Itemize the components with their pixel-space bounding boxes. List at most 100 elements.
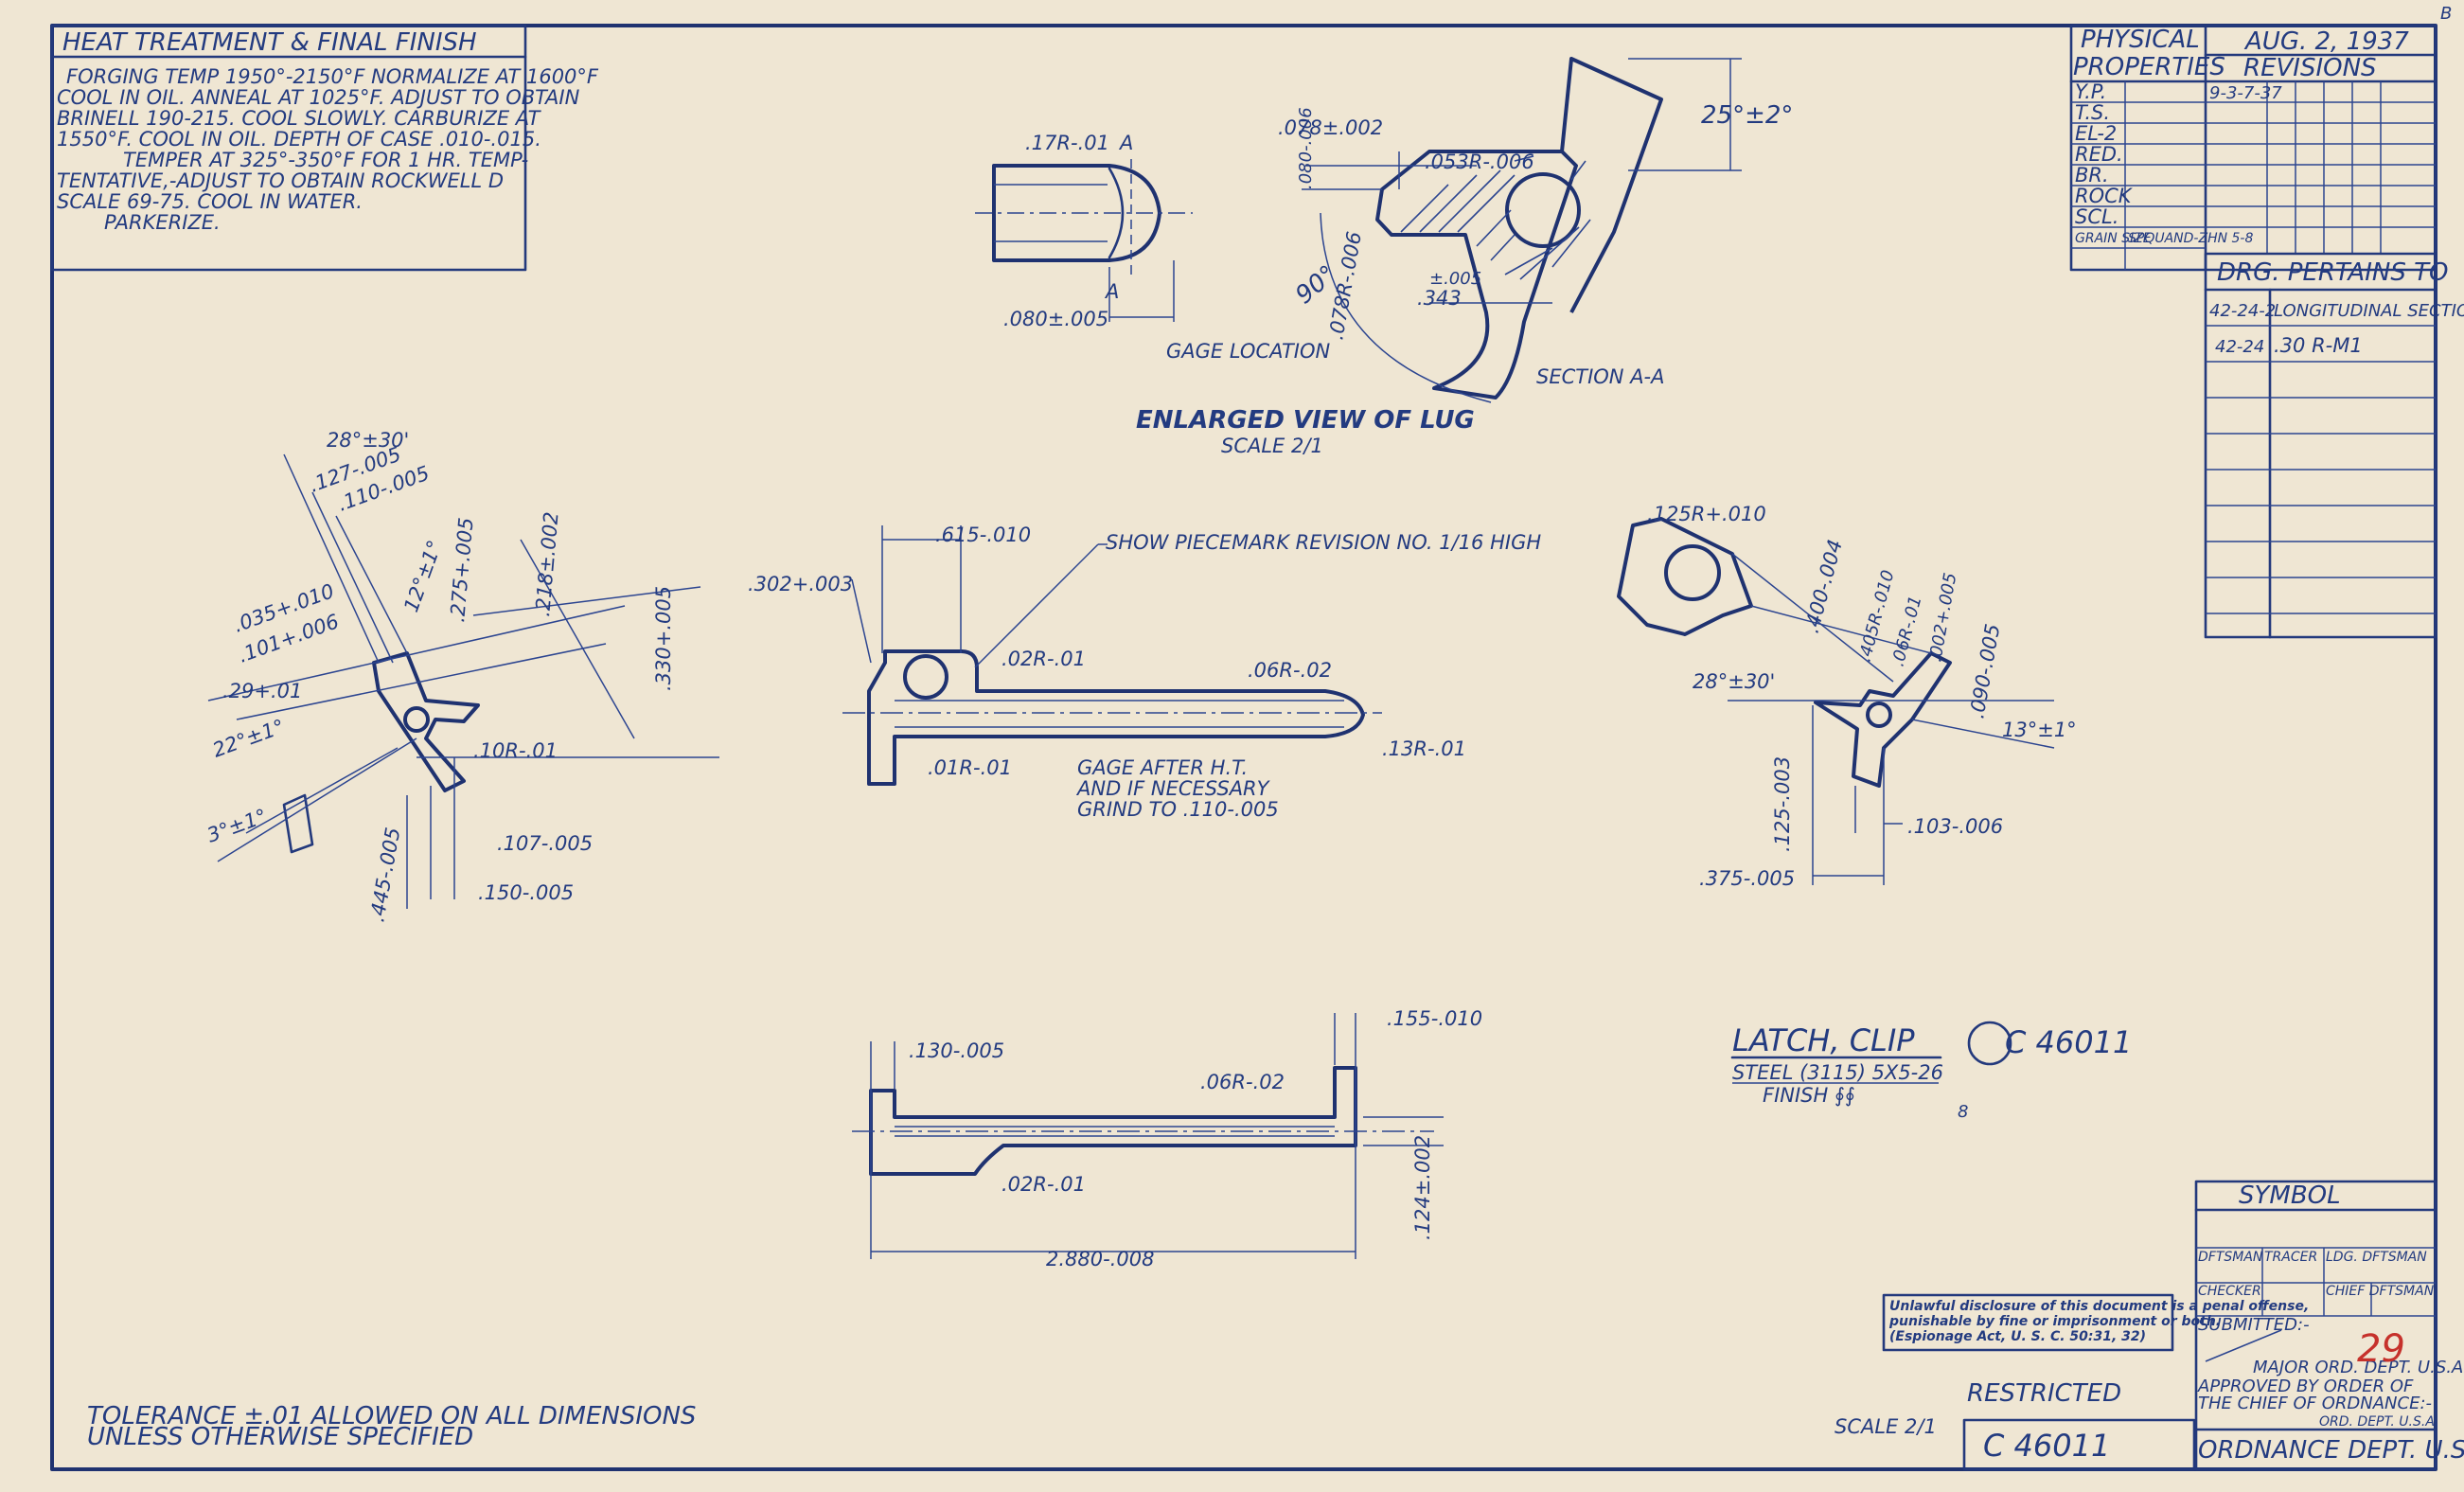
lug-gage-location: GAGE LOCATION [1166, 340, 1330, 363]
symbol-dftsman: DFTSMAN [2198, 1250, 2263, 1265]
left-ang3: 3°±1° [204, 805, 271, 847]
prop-br: BR. [2075, 164, 2109, 186]
lug-d343-tol: ±.005 [1429, 269, 1481, 289]
lug-d078: .078±.002 [1278, 116, 1383, 139]
revision-entry: 9-3-7-37 [2209, 83, 2282, 103]
lug-section-a-bottom: A [1104, 280, 1119, 303]
heat-line-3: BRINELL 190-215. COOL SLOWLY. CARBURIZE … [57, 107, 542, 130]
center-r13: .13R-.01 [1382, 737, 1466, 760]
center-side-view: .615-.010 .302+.003 SHOW PIECEMARK REVIS… [748, 524, 1541, 821]
corner-mark: B [2440, 4, 2452, 24]
symbol-checker: CHECKER [2198, 1284, 2261, 1299]
center-gage-1: GAGE AFTER H.T. [1077, 756, 1248, 779]
right-d002: .002+.005 [1925, 571, 1960, 663]
heat-line-6: TENTATIVE,-ADJUST TO OBTAIN ROCKWELL D [57, 169, 504, 192]
symbol-ldg-dftsman: LDG. DFTSMAN [2326, 1250, 2427, 1265]
revisions-title: REVISIONS [2243, 54, 2377, 82]
left-d445: .445-.005 [365, 826, 404, 924]
drawing-pertains-title: DRG. PERTAINS TO [2217, 258, 2448, 287]
tolerance-line-2: UNLESS OTHERWISE SPECIFIED [87, 1423, 473, 1451]
left-ang12: 12°±1° [399, 538, 446, 615]
left-d150: .150-.005 [478, 881, 574, 904]
restricted-stamp: RESTRICTED [1967, 1379, 2121, 1408]
heat-line-2: COOL IN OIL. ANNEAL AT 1025°F. ADJUST TO… [57, 86, 580, 109]
right-r06: .06R-.01 [1888, 594, 1926, 668]
symbol-submitted: SUBMITTED:- [2198, 1315, 2310, 1335]
right-angled-view: .125R+.010 .400-.004 .405R-.010 .06R-.01… [1617, 503, 2077, 890]
symbol-chief-ord: THE CHIEF OF ORDNANCE:- [2198, 1394, 2432, 1413]
prop-grain: GRAIN SIZE [2075, 231, 2152, 246]
lug-end-view: .17R-.01 A A .080±.005 [975, 132, 1193, 330]
part-number: C 46011 [2005, 1024, 2132, 1060]
part-small-mark: 8 [1958, 1102, 1968, 1122]
lug-section-view: .078±.002 .053R-.006 .080-.006 .078R-.00… [1136, 57, 1793, 457]
symbol-footer: ORDNANCE DEPT. U.S.A. [2198, 1436, 2464, 1465]
bottom-d124: .124±.002 [1411, 1135, 1434, 1240]
center-piecemark-note: SHOW PIECEMARK REVISION NO. 1/16 HIGH [1106, 531, 1541, 554]
right-d375: .375-.005 [1699, 867, 1795, 890]
center-r01: .01R-.01 [928, 756, 1012, 779]
lug-section-a-top: A [1118, 132, 1133, 154]
right-d090: .090-.005 [1965, 622, 2004, 720]
lug-d053: .053R-.006 [1425, 151, 1534, 173]
heat-line-1: FORGING TEMP 1950°-2150°F NORMALIZE AT 1… [66, 65, 599, 88]
heat-treatment-title: HEAT TREATMENT & FINAL FINISH [62, 28, 477, 57]
lug-r17: .17R-.01 [1025, 132, 1109, 154]
right-d400: .400-.004 [1800, 537, 1847, 635]
center-r02: .02R-.01 [1002, 648, 1086, 670]
right-d103: .103-.006 [1907, 815, 2003, 838]
lug-w080: .080±.005 [1003, 308, 1108, 330]
heat-line-7: SCALE 69-75. COOL IN WATER. [57, 190, 363, 213]
symbol-ord-dept: ORD. DEPT. U.S.A. [2319, 1414, 2439, 1430]
right-ang13: 13°±1° [2002, 719, 2077, 741]
notice-line-2: punishable by fine or imprisonment or bo… [1888, 1314, 2221, 1329]
bottom-d155: .155-.010 [1387, 1007, 1482, 1030]
symbol-major: MAJOR ORD. DEPT. U.S.A. [2253, 1358, 2464, 1377]
symbol-approved: APPROVED BY ORDER OF [2197, 1377, 2414, 1396]
lug-d343: .343 [1417, 287, 1462, 310]
pertains-desc-1: LONGITUDINAL SECTION [2274, 301, 2464, 321]
properties-revisions-block: PHYSICAL PROPERTIES AUG. 2, 1937 REVISIO… [2069, 24, 2437, 272]
center-gage-2: AND IF NECESSARY [1075, 777, 1271, 800]
disclosure-notice: Unlawful disclosure of this document is … [1882, 1293, 2309, 1352]
right-d125: .125-.003 [1771, 756, 1794, 852]
prop-scl: SCL. [2075, 205, 2118, 228]
left-ang28: 28°±30' [327, 429, 409, 452]
right-r125: .125R+.010 [1647, 503, 1766, 525]
center-gage-3: GRIND TO .110-.005 [1077, 798, 1279, 821]
part-material: STEEL (3115) 5X5-26 [1732, 1061, 1943, 1084]
pertains-desc-2: .30 R-M1 [2274, 334, 2363, 357]
part-title-block: LATCH, CLIP C 46011 STEEL (3115) 5X5-26 … [1730, 1021, 2132, 1122]
lug-section-label: SECTION A-A [1536, 365, 1665, 388]
prop-grain-note: SPQUAND-ZHN 5-8 [2128, 231, 2253, 246]
heat-line-8: PARKERIZE. [104, 211, 221, 234]
right-ang28: 28°±30' [1693, 670, 1775, 693]
left-d29: .29+.01 [222, 680, 302, 702]
pertains-number-2: 42-24 [2215, 337, 2264, 357]
prop-rock: ROCK [2075, 185, 2134, 207]
heat-line-5: TEMPER AT 325°-350°F FOR 1 HR. TEMP- [123, 149, 528, 171]
heat-treatment-box: HEAT TREATMENT & FINAL FINISH FORGING TE… [50, 24, 599, 272]
prop-yp: Y.P. [2075, 80, 2106, 103]
lug-d080v: .080-.006 [1296, 107, 1316, 189]
symbol-block: SYMBOL DFTSMAN TRACER LDG. DFTSMAN CHECK… [2194, 1180, 2464, 1471]
left-d107: .107-.005 [497, 832, 593, 855]
tolerance-line-1: TOLERANCE ±.01 ALLOWED ON ALL DIMENSIONS [87, 1402, 696, 1430]
left-r10: .10R-.01 [473, 739, 558, 762]
revision-date: AUG. 2, 1937 [2243, 27, 2409, 56]
pertains-number-1: 42-24-2 [2209, 301, 2276, 321]
center-d302: .302+.003 [748, 573, 853, 595]
prop-ts: T.S. [2075, 101, 2110, 124]
symbol-tracer: TRACER [2264, 1250, 2317, 1265]
footer-number: C 46011 [1983, 1428, 2110, 1464]
left-d330: .330+.005 [652, 586, 675, 691]
footer-scale: SCALE 2/1 [1835, 1415, 1937, 1438]
left-angled-view: 28°±30' .127-.005 .110-.005 .035+.010 .1… [204, 429, 719, 924]
physical-title-1: PHYSICAL [2081, 26, 2200, 54]
left-d275: .275+.005 [446, 517, 478, 624]
sheet-border [50, 24, 2437, 1471]
lug-view-title: ENLARGED VIEW OF LUG [1136, 406, 1475, 435]
symbol-chief: CHIEF DFTSMAN [2326, 1284, 2435, 1299]
drawing-pertains-block: DRG. PERTAINS TO 42-24-2 LONGITUDINAL SE… [2204, 252, 2464, 639]
